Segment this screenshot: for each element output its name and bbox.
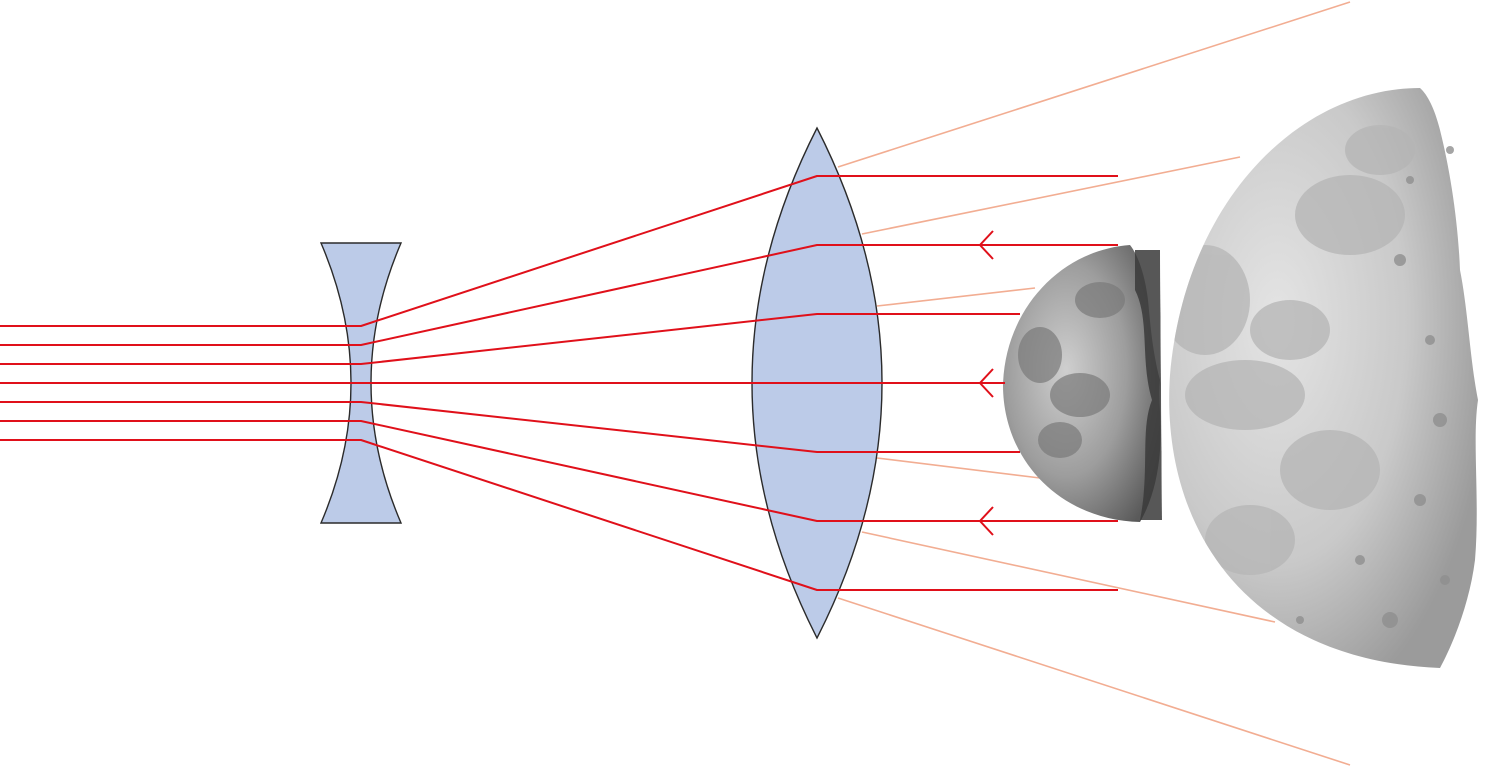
ray-7 bbox=[0, 439, 1118, 591]
virtual-ray-5 bbox=[876, 457, 1041, 479]
ray-2 bbox=[0, 244, 1118, 346]
virtual-ray-7 bbox=[837, 597, 1351, 766]
ray-5 bbox=[0, 401, 1020, 453]
ray-1 bbox=[0, 175, 1118, 327]
arrowhead-icon bbox=[978, 368, 994, 398]
ray-6 bbox=[0, 420, 1118, 522]
arrowhead-icon bbox=[978, 506, 994, 536]
ray-3 bbox=[0, 313, 1020, 365]
real-rays bbox=[0, 175, 1118, 591]
large-moon-icon bbox=[1169, 88, 1478, 668]
virtual-ray-3 bbox=[876, 287, 1036, 307]
arrowhead-icon bbox=[978, 230, 994, 260]
arrowheads bbox=[978, 230, 994, 536]
virtual-ray-1 bbox=[837, 1, 1351, 168]
small-moon-icon bbox=[1003, 245, 1162, 522]
virtual-ray-2 bbox=[861, 156, 1241, 235]
virtual-ray-6 bbox=[861, 531, 1276, 623]
virtual-rays bbox=[837, 1, 1351, 766]
